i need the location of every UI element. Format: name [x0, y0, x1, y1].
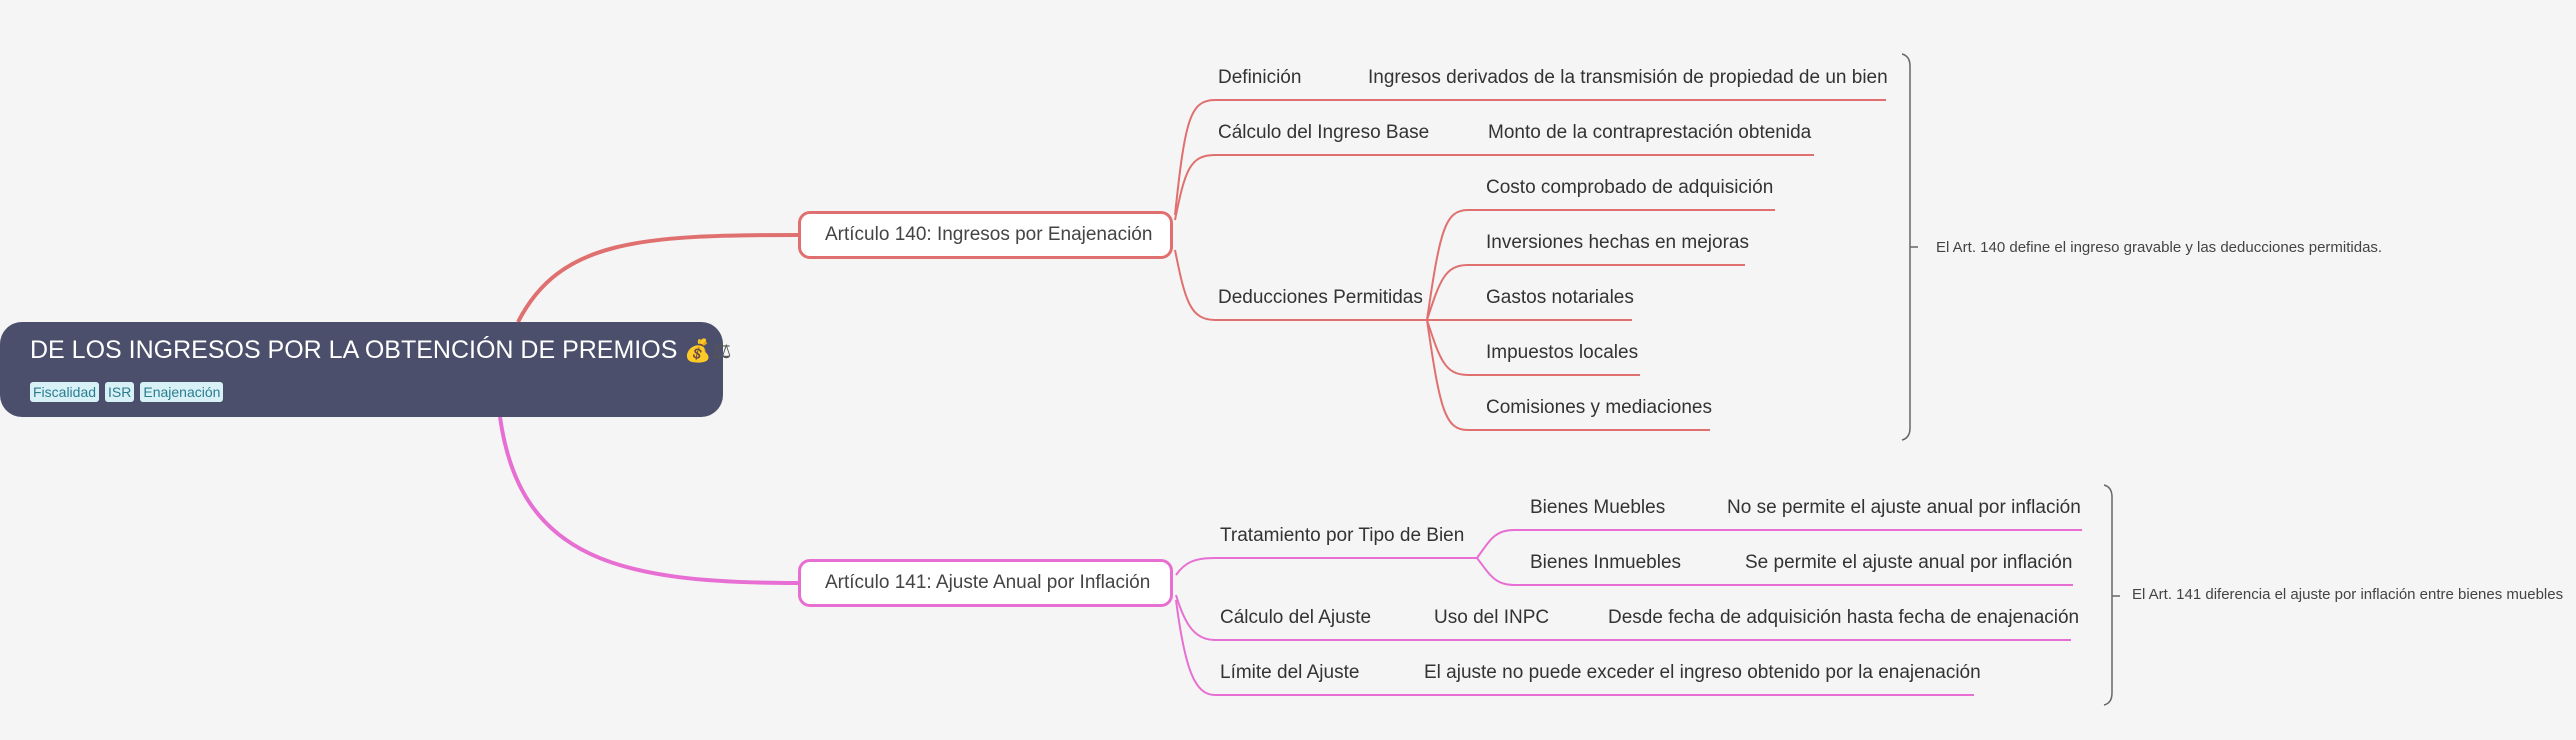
tag-isr[interactable]: ISR	[105, 382, 135, 402]
tag-enajenacion[interactable]: Enajenación	[140, 382, 224, 402]
scales-icon: ⚖	[711, 338, 732, 363]
deduccion-item[interactable]: Gastos notariales	[1486, 287, 1634, 308]
subtopic-deducciones[interactable]: Deducciones Permitidas	[1218, 287, 1423, 308]
root-title: DE LOS INGRESOS POR LA OBTENCIÓN DE PREM…	[30, 336, 678, 364]
subtopic-calculo-ingreso[interactable]: Cálculo del Ingreso Base	[1218, 122, 1430, 143]
deduccion-item[interactable]: Comisiones y mediaciones	[1486, 397, 1712, 418]
summary-art141[interactable]: El Art. 141 diferencia el ajuste por inf…	[2132, 586, 2564, 603]
summary-bracket-140	[1901, 53, 1911, 441]
subtopic-definicion[interactable]: Definición	[1218, 67, 1302, 88]
bienes-muebles-value[interactable]: No se permite el ajuste anual por inflac…	[1727, 497, 2081, 518]
subtopic-tratamiento[interactable]: Tratamiento por Tipo de Bien	[1220, 525, 1465, 546]
definicion-value[interactable]: Ingresos derivados de la transmisión de …	[1368, 67, 1888, 88]
tag-list: Fiscalidad ISR Enajenación	[30, 382, 224, 402]
uso-inpc[interactable]: Uso del INPC	[1434, 607, 1550, 628]
summary-art140[interactable]: El Art. 140 define el ingreso gravable y…	[1936, 239, 2383, 256]
money-bag-icon: 💰	[684, 338, 712, 363]
deduccion-item[interactable]: Inversiones hechas en mejoras	[1486, 232, 1749, 253]
calculo-ajuste-value[interactable]: Desde fecha de adquisición hasta fecha d…	[1608, 607, 2080, 628]
topic-art140[interactable]: Artículo 140: Ingresos por Enajenación	[798, 211, 1173, 259]
root-topic[interactable]: DE LOS INGRESOS POR LA OBTENCIÓN DE PREM…	[0, 322, 731, 417]
bienes-inmuebles-value[interactable]: Se permite el ajuste anual por inflación	[1745, 552, 2073, 573]
bienes-inmuebles[interactable]: Bienes Inmuebles	[1530, 552, 1682, 573]
tag-fiscalidad[interactable]: Fiscalidad	[30, 382, 100, 402]
bienes-muebles[interactable]: Bienes Muebles	[1530, 497, 1666, 518]
deduccion-item[interactable]: Costo comprobado de adquisición	[1486, 177, 1774, 198]
subtopic-calculo-ajuste[interactable]: Cálculo del Ajuste	[1220, 607, 1372, 628]
deduccion-item[interactable]: Impuestos locales	[1486, 342, 1639, 363]
calculo-ingreso-value[interactable]: Monto de la contraprestación obtenida	[1488, 122, 1812, 143]
topic-art141[interactable]: Artículo 141: Ajuste Anual por Inflación	[798, 559, 1173, 607]
summary-bracket-141	[2103, 484, 2113, 706]
subtopic-limite[interactable]: Límite del Ajuste	[1220, 662, 1360, 683]
limite-value[interactable]: El ajuste no puede exceder el ingreso ob…	[1424, 662, 1981, 683]
